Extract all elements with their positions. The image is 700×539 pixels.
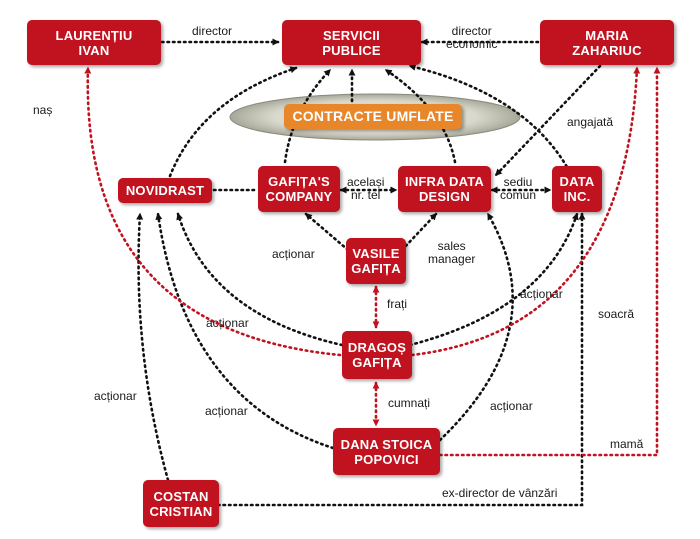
edge-costan-datainc <box>216 212 586 507</box>
label-actionar-dana: acționar <box>205 404 248 418</box>
node-dragos-gafita: DRAGOȘ GAFIȚA <box>342 331 412 379</box>
edge-dana-novidrast <box>155 212 335 450</box>
edge-vasile-infra <box>400 212 438 252</box>
edge-vasile-gafitas <box>304 212 350 252</box>
label-mama: mamă <box>610 437 644 451</box>
label-director-economic: director economic <box>446 24 498 51</box>
edge-dragos-datainc <box>408 212 579 347</box>
node-dana-stoica-popovici: DANA STOICA POPOVICI <box>333 428 440 475</box>
edge-datainc-servicii <box>408 63 574 178</box>
edge-costan-novidrast <box>136 212 170 482</box>
node-gafitas-company: GAFIȚA'S COMPANY <box>258 166 340 212</box>
label-sediu-comun: sediu comun <box>500 175 537 202</box>
label-cumnati: cumnați <box>388 396 431 410</box>
edge-dragos-laurentiu <box>84 66 342 357</box>
label-frati: frați <box>387 297 408 311</box>
edge-dana-maria <box>438 66 661 457</box>
edge-dragos-maria <box>410 66 641 357</box>
node-maria-zahariuc: MARIA ZAHARIUC <box>540 20 674 65</box>
edge-dana-infra <box>438 212 514 442</box>
label-ex-director: ex-director de vânzări <box>442 486 558 500</box>
node-costan-cristian: COSTAN CRISTIAN <box>143 480 219 527</box>
node-laurentiu-ivan: LAURENȚIU IVAN <box>27 20 161 65</box>
node-infra-data-design: INFRA DATA DESIGN <box>398 166 491 212</box>
label-angajata: angajată <box>567 115 614 129</box>
edge-dragos-novidrast <box>176 212 344 347</box>
label-actionar-novidrast: acționar <box>206 316 249 330</box>
node-vasile-gafita: VASILE GAFIȚA <box>346 238 406 284</box>
label-director: director <box>192 24 233 38</box>
node-servicii-publice: SERVICII PUBLICE <box>282 20 421 65</box>
label-soacra: soacră <box>598 307 635 321</box>
label-acelasi-nr-tel: același nr. tel <box>347 175 385 202</box>
node-contracte-umflate: CONTRACTE UMFLATE <box>284 104 462 129</box>
label-sales-manager: sales manager <box>428 239 476 266</box>
node-novidrast: NOVIDRAST <box>118 178 212 203</box>
label-nas: naș <box>33 103 53 117</box>
label-actionar-data-inc: acționar <box>520 287 563 301</box>
label-actionar-costan: acționar <box>94 389 137 403</box>
node-data-inc: DATA INC. <box>552 166 602 212</box>
label-actionar-infra: acționar <box>490 399 533 413</box>
label-actionar-vasile: acționar <box>272 247 315 261</box>
edge-maria-infra <box>494 64 602 177</box>
edge-novidrast-servicii <box>168 66 298 178</box>
